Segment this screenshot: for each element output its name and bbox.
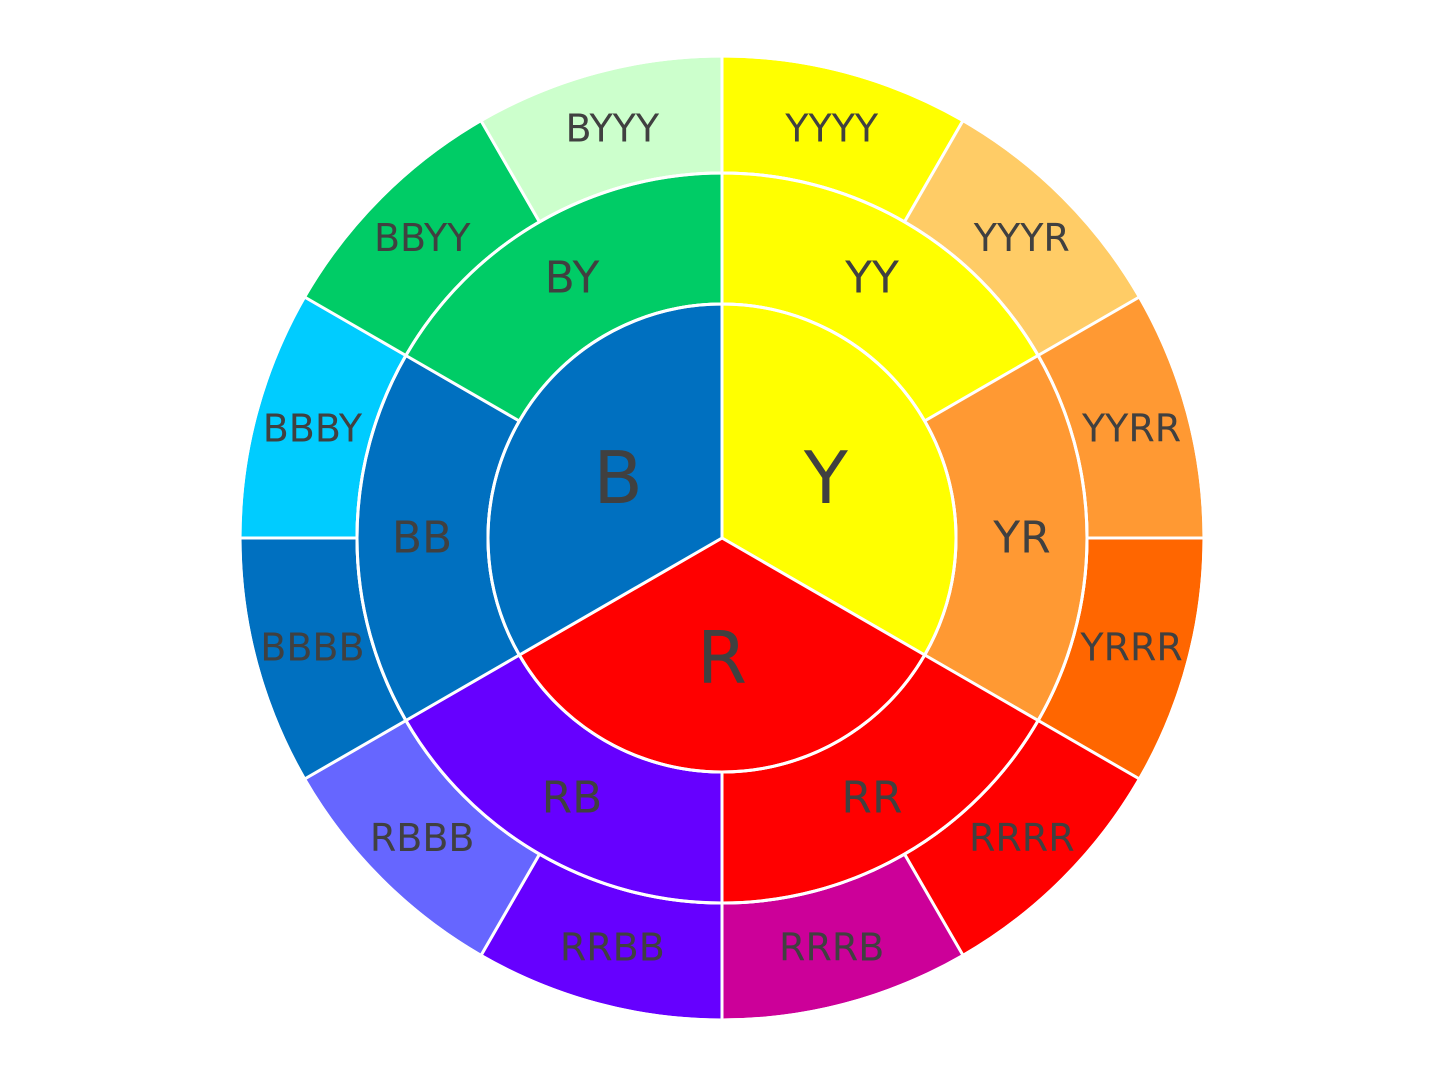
middle-ring-label-by: BY bbox=[545, 253, 600, 304]
outer-ring-label-byyy: BYYY bbox=[565, 106, 659, 150]
outer-ring-label-bbbb: BBBB bbox=[260, 626, 364, 670]
outer-ring-label-rbbb: RBBB bbox=[370, 816, 475, 860]
outer-ring-label-rrbb: RRBB bbox=[560, 926, 665, 970]
middle-ring-label-rr: RR bbox=[841, 772, 902, 823]
ring-border-3 bbox=[238, 54, 1206, 1022]
outer-ring-label-yyrr: YYRR bbox=[1081, 406, 1181, 450]
ring-border-1 bbox=[486, 302, 958, 774]
inner-ring-label-y: Y bbox=[803, 436, 849, 520]
outer-ring-label-rrrr: RRRR bbox=[969, 816, 1075, 860]
outer-ring-label-yyyy: YYYY bbox=[784, 106, 879, 150]
inner-ring bbox=[486, 302, 958, 774]
inner-ring-label-b: B bbox=[593, 436, 642, 520]
outer-ring-label-bbyy: BBYY bbox=[374, 216, 471, 260]
outer-ring-label-bbby: BBBY bbox=[263, 406, 363, 450]
segment-labels: YYYYYYYRYYRRYRRRRRRRRRRBRRBBRBBBBBBBBBBY… bbox=[260, 106, 1183, 969]
middle-ring-label-rb: RB bbox=[542, 772, 603, 823]
inner-ring-label-r: R bbox=[697, 616, 747, 700]
middle-ring-label-bb: BB bbox=[392, 513, 452, 564]
outer-ring-label-rrrb: RRRB bbox=[779, 926, 884, 970]
middle-ring-label-yy: YY bbox=[844, 253, 899, 304]
outer-ring-label-yrrr: YRRR bbox=[1079, 626, 1182, 670]
middle-ring-label-yr: YR bbox=[992, 513, 1050, 564]
ring-border-2 bbox=[355, 171, 1089, 905]
outer-ring-label-yyyr: YYYR bbox=[973, 216, 1070, 260]
